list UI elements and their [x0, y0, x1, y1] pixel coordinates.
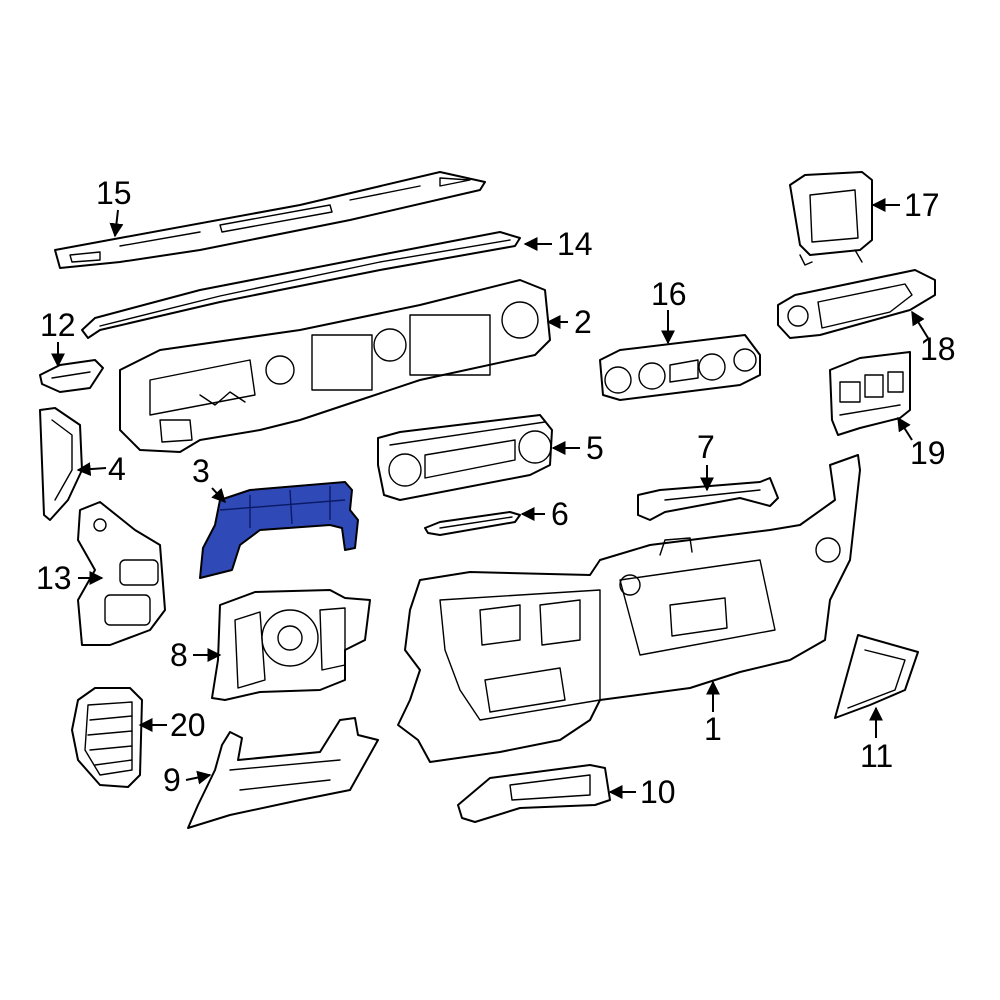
callout-7: 7 — [697, 429, 715, 465]
part-14-cowl-strip[interactable] — [81, 231, 521, 339]
callout-14: 14 — [557, 226, 593, 262]
callout-16: 16 — [651, 276, 687, 312]
callout-6: 6 — [551, 496, 569, 532]
part-15-defroster-panel[interactable] — [54, 171, 486, 269]
callout-8: 8 — [170, 637, 188, 673]
leader-lines — [51, 198, 929, 799]
part-11-end-cap[interactable] — [834, 634, 919, 719]
part-6-trim-strip[interactable] — [424, 511, 521, 536]
callout-9: 9 — [163, 762, 181, 798]
part-16-switch-panel[interactable] — [599, 334, 761, 401]
part-5-center-bezel[interactable] — [377, 414, 553, 501]
callout-11: 11 — [860, 738, 893, 774]
callout-labels: 15 14 2 12 4 3 5 6 7 16 17 18 19 13 8 1 … — [36, 175, 956, 810]
callout-20: 20 — [170, 707, 206, 743]
part-18-instrument-bezel[interactable] — [777, 269, 936, 339]
part-4-side-trim[interactable] — [39, 407, 83, 521]
part-9-lower-panel[interactable] — [187, 717, 379, 829]
callout-17: 17 — [904, 187, 940, 223]
callout-10: 10 — [640, 774, 676, 810]
part-20-air-vent[interactable] — [71, 687, 143, 788]
part-17-bezel-frame[interactable] — [789, 171, 873, 266]
callout-19: 19 — [910, 435, 946, 471]
part-7-cross-bar[interactable] — [637, 477, 779, 521]
part-19-switch-bank[interactable] — [829, 351, 911, 436]
callout-12: 12 — [40, 307, 76, 343]
callout-15: 15 — [96, 175, 132, 211]
part-1-instrument-panel[interactable] — [397, 454, 861, 763]
callout-1: 1 — [704, 711, 722, 747]
callout-4: 4 — [108, 451, 126, 487]
callout-18: 18 — [920, 331, 956, 367]
part-3-duct-highlighted[interactable] — [199, 481, 359, 579]
callout-2: 2 — [574, 304, 592, 340]
part-8-cluster-housing[interactable] — [211, 589, 371, 701]
part-12-trim-cap[interactable] — [39, 359, 104, 393]
part-10-knee-trim[interactable] — [457, 764, 611, 823]
callout-3: 3 — [192, 453, 210, 489]
part-2-panel-frame[interactable] — [119, 279, 551, 453]
callout-13: 13 — [36, 560, 72, 596]
part-13-left-bracket[interactable] — [77, 501, 166, 646]
callout-5: 5 — [586, 430, 604, 466]
